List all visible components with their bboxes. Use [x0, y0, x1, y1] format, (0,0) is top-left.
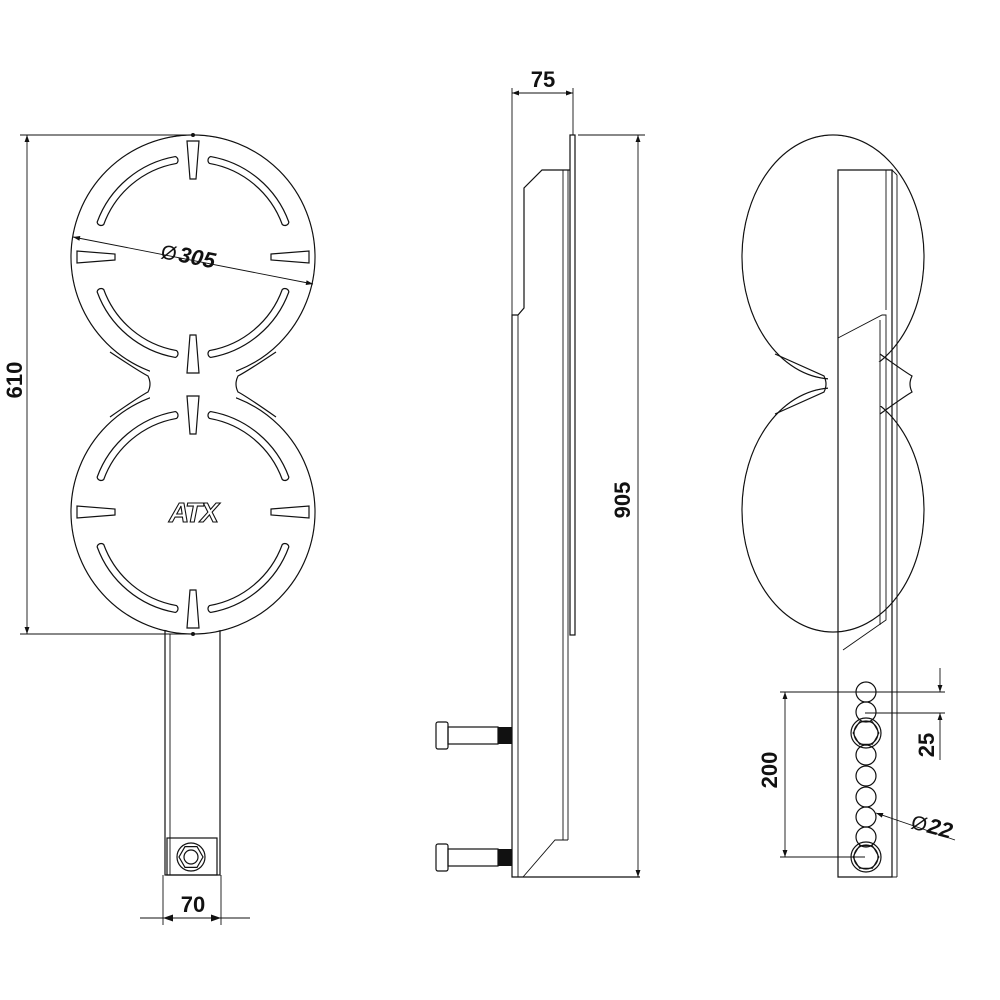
arc-slot	[96, 287, 179, 359]
arc-slot	[96, 410, 179, 482]
dimension-25: 25	[865, 668, 945, 760]
figure-eight-plate: ATX	[70, 133, 316, 636]
height-610-label: 610	[2, 362, 27, 399]
bolt-head-icon	[176, 842, 206, 872]
bolt-head-icon	[853, 720, 879, 746]
spacing-25-label: 25	[914, 733, 939, 757]
tapered-slot	[186, 589, 200, 629]
dimension-75: 75	[511, 67, 574, 315]
post-rear	[837, 169, 898, 878]
rear-view: 200 25 Ø 22	[741, 134, 956, 878]
arc-slot	[207, 287, 290, 359]
dimension-200: 200	[757, 691, 865, 858]
figure-eight-plate-rear	[741, 134, 925, 633]
diameter-symbol: Ø	[909, 812, 930, 837]
tapered-slot	[186, 395, 200, 435]
side-view: 75 905	[435, 67, 645, 878]
hole	[855, 826, 877, 848]
diameter-symbol: Ø	[159, 241, 178, 266]
height-905-label: 905	[610, 482, 635, 519]
tapered-slot	[76, 505, 116, 519]
hole	[855, 765, 877, 787]
mounting-bolt	[435, 843, 512, 872]
dimension-70: 70	[140, 875, 250, 925]
tapered-slot	[186, 334, 200, 374]
arc-slot	[96, 155, 179, 227]
width-70-label: 70	[181, 892, 205, 917]
tapered-slot	[270, 505, 310, 519]
hole	[855, 806, 877, 828]
bolt-hole	[850, 717, 882, 749]
range-200-label: 200	[757, 752, 782, 789]
adjustment-holes	[850, 681, 882, 873]
hole	[855, 701, 877, 723]
arc-slot	[207, 410, 290, 482]
plate-slots	[76, 395, 310, 629]
arc-slot	[207, 155, 290, 227]
mounting-bolt	[435, 721, 512, 750]
front-view: ATX 610 Ø 305 70	[2, 133, 316, 925]
bolt-hex-icon	[852, 721, 880, 745]
atx-logo: ATX	[168, 497, 221, 528]
dimension-905: 905	[578, 134, 645, 877]
arc-slot	[96, 542, 179, 614]
dimension-diameter-22: Ø 22	[875, 812, 956, 844]
tapered-slot	[186, 140, 200, 180]
hole	[855, 786, 877, 808]
post	[164, 629, 221, 876]
dimension-610: 610	[2, 134, 193, 635]
arc-slot	[207, 542, 290, 614]
depth-75-label: 75	[531, 67, 555, 92]
